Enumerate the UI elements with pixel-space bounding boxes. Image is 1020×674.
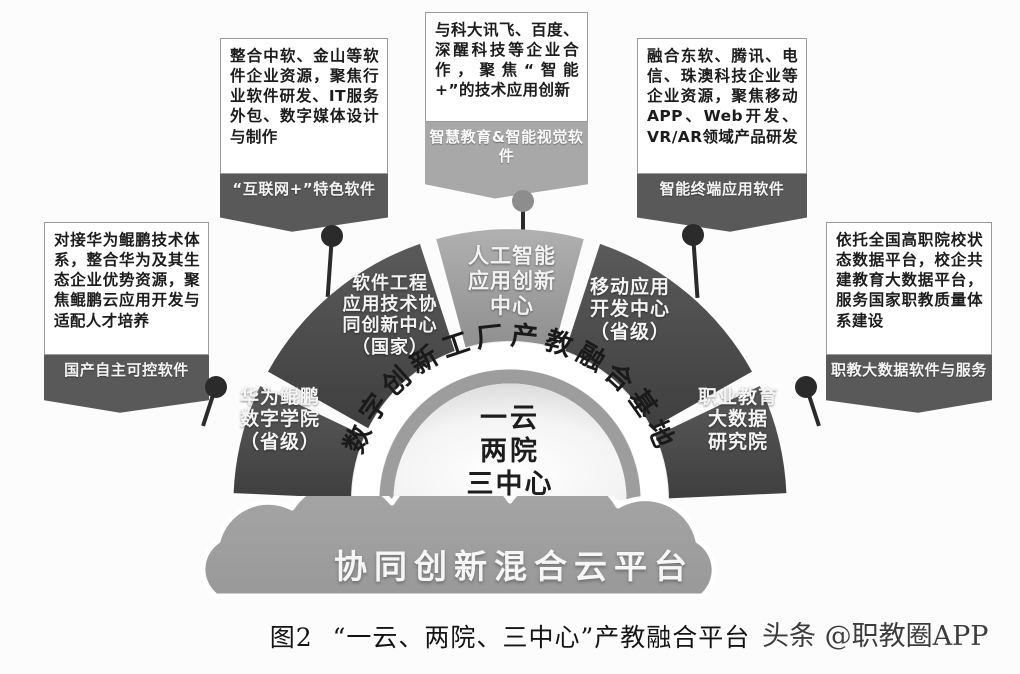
callout-vocational-bigdata: 依托全国高职院校状态数据平台，校企共建教育大数据平台，服务国家职教质量体系建设 … [826,222,992,413]
figure-number: 图2 [269,623,313,652]
cloud-label: 协同创新混合云平台 [334,547,694,586]
callout-label: 国产自主可控软件 [44,355,209,387]
pin-head-icon [795,376,817,398]
segment-ai-innovation-center[interactable] [436,229,584,353]
segment-vocational-bigdata-institute[interactable] [653,386,787,499]
callout-body: 融合东软、腾讯、电信、珠澳科技企业等企业资源，聚焦移动APP、Web开发、VR/… [637,38,807,174]
callout-smart-education-vision: 与科大讯飞、百度、深醒科技等企业合作，聚焦“智能+”的技术应用创新 智慧教育&智… [425,12,588,199]
pin-smart-terminal [682,224,704,298]
callout-label: 职教大数据软件与服务 [826,355,992,387]
callout-tail [44,386,209,413]
callout-label: 智慧教育&智能视觉软件 [425,122,588,173]
callout-tail [220,205,388,232]
callout-body: 对接华为鲲鹏技术体系，整合华为及其生态企业优势资源，聚焦鲲鹏云应用开发与适配人才… [44,222,209,355]
callout-label: “互联网+”特色软件 [220,174,388,206]
callout-tail [826,386,992,413]
wheel-core-text: 一云 两院 三中心 [466,403,554,500]
callout-body: 依托全国高职院校状态数据平台，校企共建教育大数据平台，服务国家职教质量体系建设 [826,222,992,355]
wheel-svg: 数字创新工厂产教融合基地 [233,229,787,501]
callout-tail [425,172,588,199]
pin-internet-plus [321,225,343,297]
wheel-core [393,383,627,500]
segment-mobile-app-center[interactable] [563,243,752,429]
pin-head-icon [682,224,704,246]
wheel-segments [233,229,787,499]
callout-body: 整合中软、金山等软件企业资源，聚焦行业软件研发、IT服务外包、数字媒体设计与制作 [220,38,388,174]
callout-internet-plus: 整合中软、金山等软件企业资源，聚焦行业软件研发、IT服务外包、数字媒体设计与制作… [220,38,388,232]
pin-head-icon [205,376,227,398]
pin-domestic-autonomous [201,376,227,428]
callout-body: 与科大讯飞、百度、深醒科技等企业合作，聚焦“智能+”的技术应用创新 [425,12,588,122]
callout-domestic-autonomous: 对接华为鲲鹏技术体系，整合华为及其生态企业优势资源，聚焦鲲鹏云应用开发与适配人才… [44,222,209,413]
segment-huawei-kunpeng-academy[interactable] [233,386,367,499]
segment-software-engineering-center[interactable] [268,243,457,429]
figure-caption: 图2 “一云、两院、三中心”产教融合平台 [0,618,1020,654]
callout-label: 智能终端应用软件 [637,174,807,206]
figure-caption-text: “一云、两院、三中心”产教融合平台 [332,623,751,652]
pin-vocational-bigdata [795,376,821,428]
pin-smart-education-vision [512,190,534,248]
watermark: 头条 @职教圈APP [762,621,989,652]
pin-head-icon [512,190,534,212]
callout-smart-terminal: 融合东软、腾讯、电信、珠澳科技企业等企业资源，聚焦移动APP、Web开发、VR/… [637,38,807,232]
cloud-platform: 协同创新混合云平台 [176,467,852,604]
pin-head-icon [321,225,343,247]
wheel-diagram: 数字创新工厂产教融合基地 华为鲲鹏 数字学院 （省级） 软件工程 应用技术协 同… [200,218,820,518]
wheel-ring-inner-band [379,369,641,500]
